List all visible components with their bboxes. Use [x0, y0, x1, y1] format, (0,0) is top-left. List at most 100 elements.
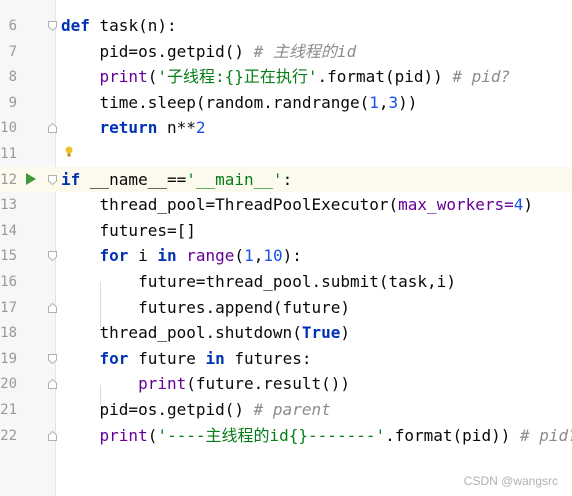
code-token: if [61, 169, 81, 189]
code-token: max_workers= [398, 195, 514, 215]
code-text[interactable]: for i in range(1,10): [61, 246, 302, 266]
code-token: ( [234, 246, 245, 266]
fold-open-icon[interactable] [48, 353, 57, 364]
line-number: 9 [8, 94, 17, 111]
code-token [61, 118, 100, 137]
fold-close-icon[interactable] [48, 302, 57, 313]
code-line-21[interactable]: 21 pid=os.getpid() # parent [0, 397, 572, 423]
code-token [61, 349, 100, 368]
code-token [61, 246, 100, 265]
code-token: in [157, 246, 177, 266]
code-token: , [253, 246, 264, 266]
code-token: thread_pool=ThreadPoolExecutor( [61, 195, 399, 215]
fold-open-icon[interactable] [48, 174, 57, 185]
line-number: 22 [0, 427, 17, 444]
code-line-8[interactable]: 8 print('子线程:{}正在执行'.format(pid)) # pid? [0, 64, 572, 90]
line-number: 11 [0, 146, 17, 162]
code-token: '----主线程的id{}-------' [157, 425, 386, 445]
code-token: 4 [513, 195, 524, 215]
code-token: True [301, 323, 341, 343]
line-number: 13 [0, 197, 17, 214]
code-token: pid=os.getpid() [61, 400, 245, 419]
code-token: future=thread_pool.submit(task,i) [61, 272, 456, 291]
code-token: 1 [244, 246, 254, 266]
code-token: .format(pid)) [385, 425, 511, 445]
code-token: futures=[] [61, 220, 196, 240]
code-token: '子线程:{}正在执行' [157, 67, 318, 87]
code-token: def [61, 16, 90, 35]
code-token: : [282, 169, 293, 189]
watermark: CSDN @wangsrc [463, 474, 558, 488]
code-line-9[interactable]: 9 time.sleep(random.randrange(1,3)) [0, 90, 572, 116]
code-token: futures: [224, 348, 312, 368]
code-token: for [99, 348, 129, 368]
code-token: 3 [388, 92, 399, 112]
indent-guide [100, 282, 101, 327]
fold-open-icon[interactable] [48, 21, 57, 31]
code-text[interactable]: print(future.result()) [61, 374, 350, 394]
code-line-22[interactable]: 22 print('----主线程的id{}-------'.format(pi… [0, 423, 572, 449]
code-line-14[interactable]: 14 futures=[] [0, 218, 572, 244]
code-text[interactable]: return n**2 [61, 118, 206, 138]
code-token: ) [340, 323, 350, 343]
code-text[interactable]: if __name__=='__main__': [61, 170, 292, 190]
line-number: 14 [0, 222, 17, 239]
code-line-15[interactable]: 15 for i in range(1,10): [0, 243, 572, 269]
line-number: 15 [0, 248, 17, 265]
code-token: 2 [195, 118, 206, 138]
lightbulb-icon[interactable] [65, 146, 73, 160]
code-token: pid=os.getpid() [61, 41, 245, 61]
code-line-13[interactable]: 13 thread_pool=ThreadPoolExecutor(max_wo… [0, 192, 572, 218]
run-icon[interactable] [26, 172, 36, 185]
code-token: 10 [263, 246, 283, 266]
code-text[interactable]: future=thread_pool.submit(task,i) [61, 272, 456, 292]
code-token: ) [523, 195, 534, 215]
code-token: thread_pool.shutdown( [61, 323, 302, 343]
code-text[interactable]: futures=[] [61, 221, 196, 241]
line-number: 21 [0, 402, 17, 418]
line-number: 17 [0, 299, 17, 316]
code-text[interactable]: print('子线程:{}正在执行'.format(pid)) # pid? [61, 67, 511, 87]
code-token: , [378, 92, 389, 112]
code-token: 1 [369, 92, 379, 112]
code-line-12[interactable]: 12 if __name__=='__main__': [0, 166, 572, 193]
code-token: i [128, 246, 158, 266]
code-text[interactable]: pid=os.getpid() # 主线程的id [61, 41, 357, 62]
fold-open-icon[interactable] [48, 251, 57, 262]
line-number: 19 [0, 350, 17, 367]
code-token: __name__== [80, 169, 187, 189]
code-line-10[interactable]: 10 return n**2 [0, 115, 572, 141]
code-token: print [138, 374, 187, 394]
fold-close-icon[interactable] [48, 379, 57, 390]
code-text[interactable]: print('----主线程的id{}-------'.format(pid))… [61, 426, 572, 446]
code-line-18[interactable]: 18 thread_pool.shutdown(True) [0, 320, 572, 346]
code-text[interactable]: futures.append(future) [61, 298, 350, 318]
code-token: )) [398, 92, 418, 112]
code-token: for [99, 246, 129, 266]
line-number: 12 [0, 171, 17, 188]
line-number: 20 [0, 376, 17, 393]
code-line-20[interactable]: 20 print(future.result()) [0, 371, 572, 397]
code-text[interactable]: thread_pool=ThreadPoolExecutor(max_worke… [61, 195, 534, 215]
code-line-17[interactable]: 17 futures.append(future) [0, 295, 572, 321]
code-text[interactable]: for future in futures: [61, 348, 312, 369]
code-line-19[interactable]: 19 for future in futures: [0, 346, 572, 372]
code-token: n** [157, 118, 196, 138]
code-text[interactable]: def task(n): [61, 16, 177, 36]
fold-close-icon[interactable] [48, 430, 57, 441]
code-token [61, 426, 100, 445]
line-number: 18 [0, 325, 17, 342]
code-line-7[interactable]: 7 pid=os.getpid() # 主线程的id [0, 39, 572, 65]
code-text[interactable]: pid=os.getpid() # parent [61, 400, 331, 420]
code-token: '__main__' [186, 169, 283, 189]
code-text[interactable]: thread_pool.shutdown(True) [61, 323, 350, 343]
code-text[interactable]: time.sleep(random.randrange(1,3)) [61, 92, 418, 113]
fold-close-icon[interactable] [48, 123, 57, 134]
code-token: # parent [244, 400, 331, 419]
code-line-11[interactable]: 11 [0, 141, 572, 167]
code-token: time.sleep(random.randrange( [61, 92, 370, 112]
line-number: 16 [0, 274, 17, 290]
code-line-16[interactable]: 16 future=thread_pool.submit(task,i) [0, 269, 572, 295]
